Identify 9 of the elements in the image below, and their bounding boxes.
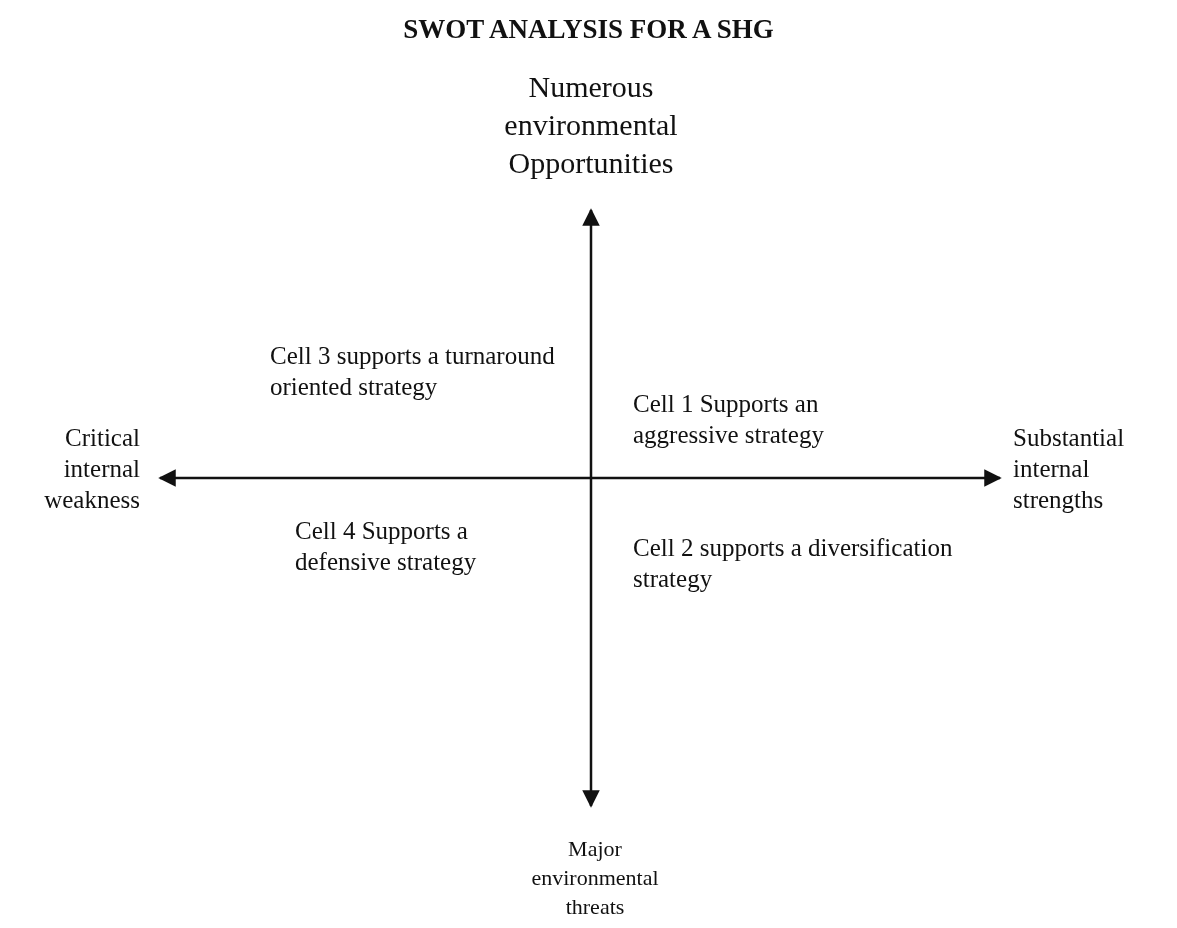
- axis-label: Major environmental threats: [530, 835, 660, 921]
- quadrant-text: Cell 2 supports a diversification strategy: [633, 533, 953, 594]
- diagram-title: SWOT ANALYSIS FOR A SHG: [402, 14, 775, 45]
- quadrant-text: Cell 1 Supports an aggressive strategy: [633, 389, 825, 450]
- axis-label: Numerous environmental Opportunities: [503, 69, 679, 181]
- axis-label: Critical internal weakness: [43, 423, 140, 515]
- axis-label: Substantial internal strengths: [1013, 423, 1126, 515]
- quadrant-text: Cell 3 supports a turnaround oriented strategy: [270, 341, 556, 402]
- quadrant-text: Cell 4 Supports a defensive strategy: [295, 516, 478, 577]
